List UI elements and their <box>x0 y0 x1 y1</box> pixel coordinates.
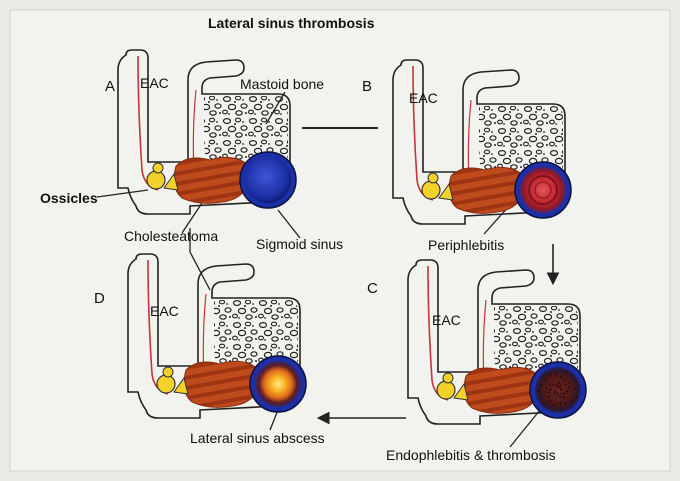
panel-d-letter: D <box>94 290 105 307</box>
thrombus-speck <box>568 387 570 389</box>
ossicle-malleus <box>157 375 175 393</box>
sinus-lumen <box>245 157 291 203</box>
thrombus-speck <box>549 384 551 386</box>
thrombus-speck <box>563 379 565 381</box>
sinus-lumen <box>520 167 566 213</box>
thrombus-speck <box>552 384 554 386</box>
thrombus-speck <box>555 374 557 376</box>
cholesteatoma-mass <box>449 167 525 213</box>
thrombus-speck <box>555 384 557 386</box>
label-ossicles: Ossicles <box>40 190 98 206</box>
diagram-title: Lateral sinus thrombosis <box>208 15 374 31</box>
thrombus-speck <box>565 403 567 405</box>
cholesteatoma-mass <box>464 367 540 413</box>
thrombus-speck <box>561 393 563 395</box>
thrombus-speck <box>559 402 561 404</box>
label-lateral-sinus-abscess: Lateral sinus abscess <box>190 430 325 446</box>
thrombus-speck <box>560 376 562 378</box>
thrombus-speck <box>549 400 551 402</box>
ossicle-malleus <box>147 171 165 189</box>
panel-c-letter: C <box>367 280 378 297</box>
thrombus-speck <box>575 381 577 383</box>
ossicle-incus <box>163 367 173 377</box>
thrombus-speck <box>548 392 550 394</box>
panel-a-letter: A <box>105 78 115 95</box>
panel-b-letter: B <box>362 78 372 95</box>
thrombus-speck <box>559 384 561 386</box>
panel-d-eac-label: EAC <box>150 303 179 319</box>
thrombus-speck <box>545 380 547 382</box>
thrombus-speck <box>557 394 559 396</box>
cholesteatoma-mass <box>184 361 260 407</box>
thrombus-speck <box>568 382 570 384</box>
label-periphlebitis: Periphlebitis <box>428 237 504 253</box>
thrombus-speck <box>553 404 555 406</box>
thrombus-speck <box>537 390 539 392</box>
thrombus-speck <box>566 390 568 392</box>
ossicle-malleus <box>422 181 440 199</box>
thrombus-speck <box>546 387 548 389</box>
ossicle-incus <box>428 173 438 183</box>
cholesteatoma-mass <box>174 157 250 203</box>
label-mastoid-bone: Mastoid bone <box>240 76 324 92</box>
ossicle-incus <box>443 373 453 383</box>
thrombus-speck <box>560 389 562 391</box>
thrombus-speck <box>549 373 551 375</box>
panel-a-eac-label: EAC <box>140 75 169 91</box>
panel-c-eac-label: EAC <box>432 312 461 328</box>
thrombus-speck <box>548 396 550 398</box>
thrombus-speck <box>564 383 566 385</box>
thrombus-speck <box>554 390 556 392</box>
thrombus-speck <box>550 388 552 390</box>
thrombus-speck <box>557 386 559 388</box>
label-endophlebitis-thrombosis: Endophlebitis & thrombosis <box>386 447 556 463</box>
thrombus-speck <box>540 384 542 386</box>
thrombus-speck <box>544 404 546 406</box>
panel-b-eac-label: EAC <box>409 90 438 106</box>
label-sigmoid-sinus: Sigmoid sinus <box>256 236 343 252</box>
sinus-lumen <box>255 361 301 407</box>
sinus-lumen <box>535 367 581 413</box>
thrombus-speck <box>553 393 555 395</box>
thrombus-speck <box>563 396 565 398</box>
thrombus-speck <box>556 392 558 394</box>
thrombus-speck <box>558 382 560 384</box>
thrombus-speck <box>576 396 578 398</box>
thrombus-speck <box>559 396 561 398</box>
thrombus-speck <box>571 400 573 402</box>
thrombus-speck <box>575 388 577 390</box>
thrombus-speck <box>563 392 565 394</box>
ossicle-incus <box>153 163 163 173</box>
label-cholesteatoma: Cholesteatoma <box>124 228 218 244</box>
thrombus-speck <box>559 387 561 389</box>
ossicle-malleus <box>437 381 455 399</box>
